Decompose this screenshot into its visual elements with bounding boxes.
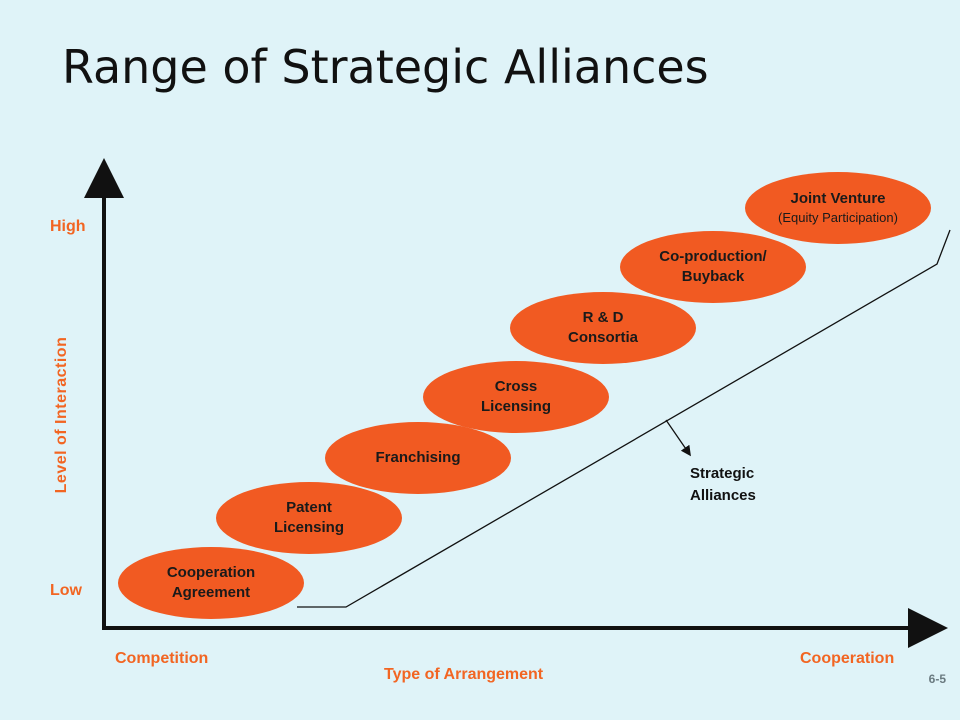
x-axis-right-label: Cooperation — [800, 650, 895, 667]
alliance-patent-licensing: Patent Licensing — [216, 482, 402, 554]
alliance-line1: Co-production/ — [659, 248, 767, 265]
alliance-line2: Licensing — [273, 519, 344, 536]
strategic-alliances-range-line — [297, 229, 951, 608]
strategic-alliances-line2: Alliances — [690, 487, 756, 504]
alliance-line2: Agreement — [171, 584, 251, 601]
alliance-subtitle: (Equity Participation) — [778, 210, 898, 225]
alliance-line1: R & D — [582, 309, 624, 326]
y-axis-high-label: High — [50, 218, 86, 235]
strategic-alliances-label: Strategic Alliances — [690, 463, 756, 507]
strategic-alliances-pointer — [665, 419, 691, 457]
y-axis-title: Level of Interaction — [53, 336, 70, 494]
alliance-line1: Franchising — [375, 449, 461, 466]
x-axis-title: Type of Arrangement — [384, 666, 544, 683]
alliance-joint-venture: Joint Venture (Equity Participation) — [745, 172, 931, 244]
alliance-cross-licensing: Cross Licensing — [423, 361, 609, 433]
alliance-cooperation-agreement: Cooperation Agreement — [118, 547, 304, 619]
x-axis-left-label: Competition — [115, 650, 209, 667]
alliance-line1: Cross — [494, 378, 538, 395]
alliance-line1: Joint Venture — [790, 190, 886, 207]
page-title: Range of Strategic Alliances — [62, 40, 709, 94]
alliance-franchising: Franchising — [325, 422, 511, 494]
alliance-line2: Licensing — [480, 398, 551, 415]
y-axis-low-label: Low — [50, 582, 82, 599]
alliance-coproduction-buyback: Co-production/ Buyback — [620, 231, 806, 303]
alliance-line2: Buyback — [681, 268, 745, 285]
strategic-alliances-line1: Strategic — [690, 465, 755, 482]
alliance-line1: Patent — [286, 499, 332, 516]
slide-number: 6-5 — [928, 672, 946, 686]
alliance-line1: Cooperation — [166, 564, 256, 581]
alliance-line2: Consortia — [567, 329, 638, 346]
alliance-rd-consortia: R & D Consortia — [510, 292, 696, 364]
